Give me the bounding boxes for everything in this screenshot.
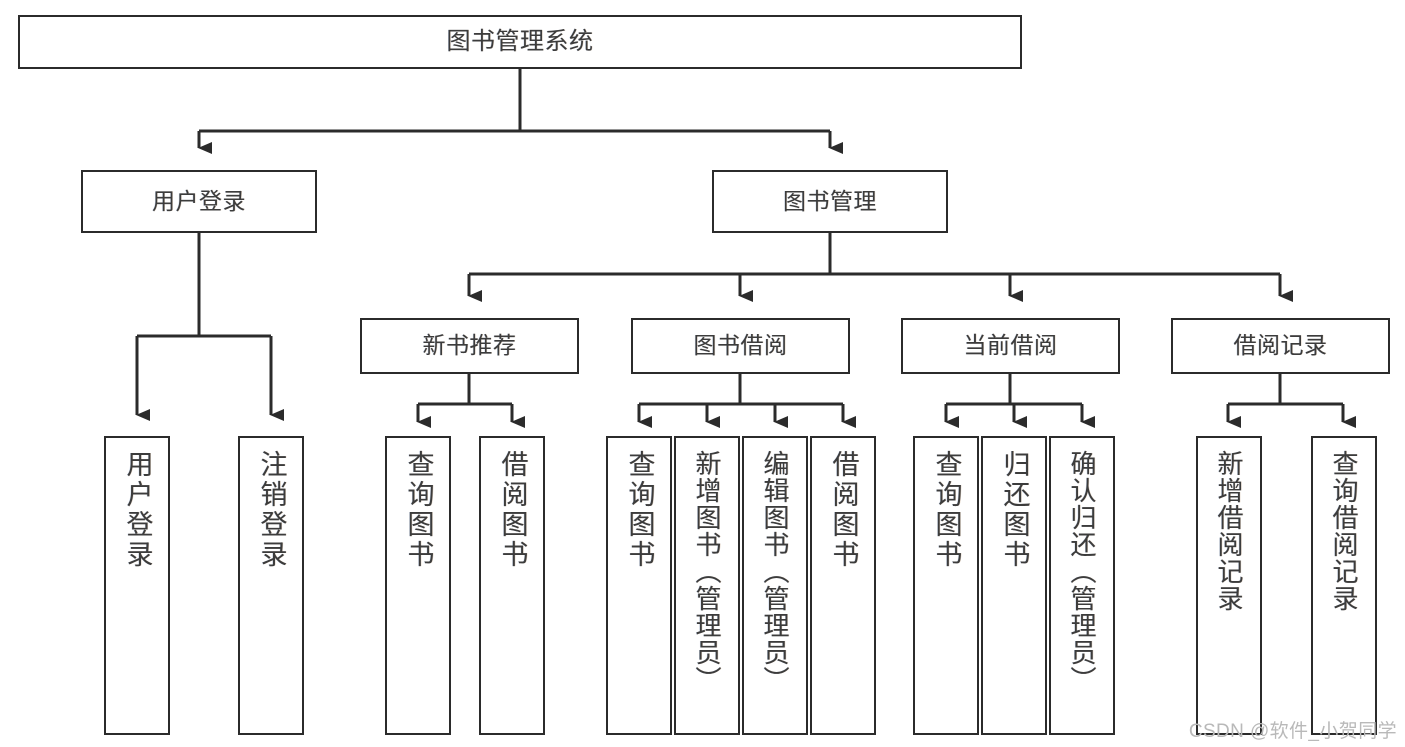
- node-user-login[interactable]: 用户登录: [81, 170, 317, 233]
- node-leaf-query-book-recommend[interactable]: 查询图书: [385, 436, 451, 735]
- node-leaf-borrow-book[interactable]: 借阅图书: [810, 436, 876, 735]
- node-leaf-user-login[interactable]: 用户登录: [104, 436, 170, 735]
- node-leaf-add-borrow-record[interactable]: 新增借阅记录: [1196, 436, 1262, 735]
- node-label: 借阅记录: [1233, 332, 1328, 359]
- node-label: 查询图书: [931, 450, 962, 570]
- node-new-book-recommend[interactable]: 新书推荐: [360, 318, 579, 374]
- node-label: 查询图书: [403, 450, 434, 570]
- node-label: 当前借阅: [963, 332, 1058, 359]
- node-leaf-add-book[interactable]: 新增图书（管理员）: [674, 436, 740, 735]
- node-book-borrow[interactable]: 图书借阅: [631, 318, 850, 374]
- node-leaf-borrow-book-recommend[interactable]: 借阅图书: [479, 436, 545, 735]
- node-leaf-edit-book[interactable]: 编辑图书（管理员）: [742, 436, 808, 735]
- node-label: 新增图书（管理员）: [692, 450, 722, 693]
- node-leaf-query-book-current[interactable]: 查询图书: [913, 436, 979, 735]
- node-borrow-record[interactable]: 借阅记录: [1171, 318, 1390, 374]
- node-label: 用户登录: [122, 450, 153, 570]
- node-label: 查询借阅记录: [1329, 450, 1359, 612]
- node-label: 图书管理系统: [446, 27, 594, 55]
- node-label: 新增借阅记录: [1214, 450, 1244, 612]
- node-leaf-confirm-return[interactable]: 确认归还（管理员）: [1049, 436, 1115, 735]
- node-leaf-return-book[interactable]: 归还图书: [981, 436, 1047, 735]
- node-label: 图书借阅: [693, 332, 788, 359]
- node-leaf-query-borrow-record[interactable]: 查询借阅记录: [1311, 436, 1377, 735]
- csdn-watermark: CSDN @软件_小贺同学: [1188, 721, 1397, 742]
- node-label: 图书管理: [783, 187, 877, 214]
- node-label: 确认归还（管理员）: [1067, 450, 1097, 693]
- node-leaf-query-book-borrow[interactable]: 查询图书: [606, 436, 672, 735]
- node-book-manage[interactable]: 图书管理: [712, 170, 948, 233]
- node-book-management-system[interactable]: 图书管理系统: [18, 15, 1022, 69]
- node-label: 用户登录: [152, 187, 246, 214]
- node-label: 新书推荐: [422, 332, 517, 359]
- node-label: 注销登录: [256, 450, 287, 570]
- node-label: 借阅图书: [828, 450, 859, 570]
- node-label: 查询图书: [624, 450, 655, 570]
- node-label: 借阅图书: [497, 450, 528, 570]
- node-label: 归还图书: [999, 450, 1030, 570]
- node-label: 编辑图书（管理员）: [760, 450, 790, 693]
- node-current-borrow[interactable]: 当前借阅: [901, 318, 1120, 374]
- node-leaf-logout-login[interactable]: 注销登录: [238, 436, 304, 735]
